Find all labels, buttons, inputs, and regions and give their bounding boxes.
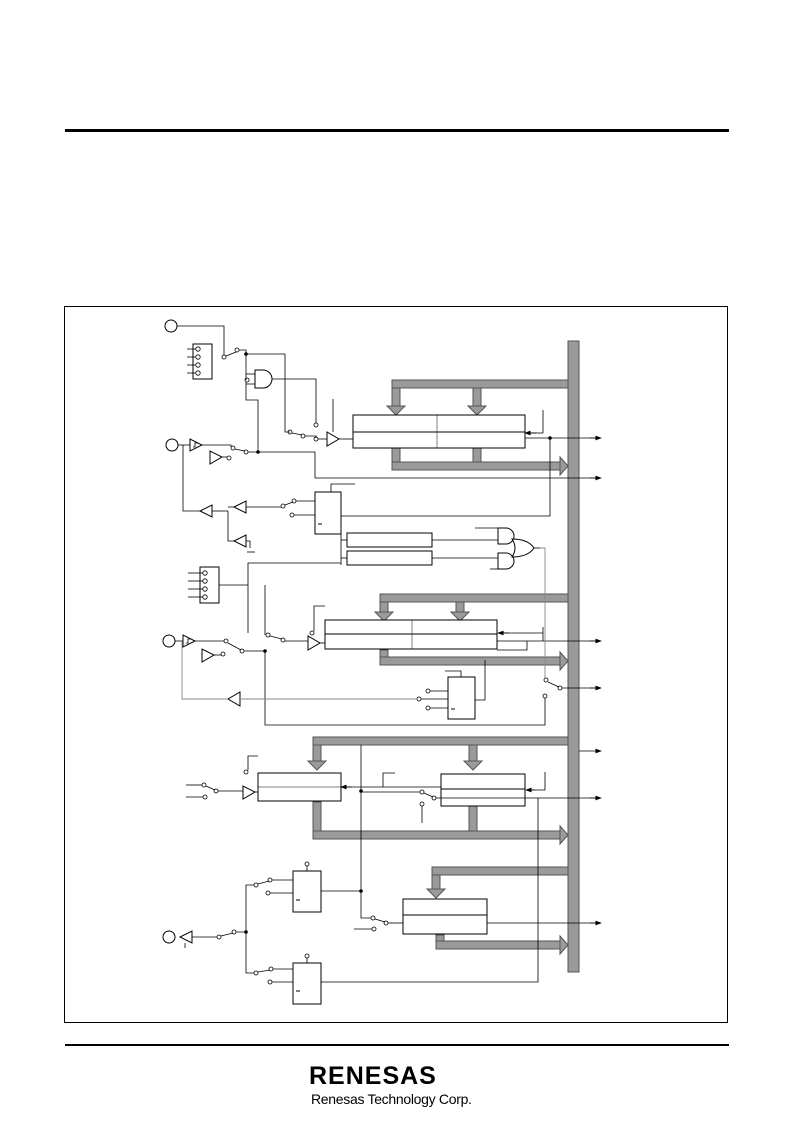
internal-data-bus: [567, 340, 580, 973]
footer-rule: [65, 1044, 729, 1046]
register-upper-1: [352, 414, 526, 433]
register-upper-4: [402, 898, 488, 916]
latch-1: [314, 491, 342, 535]
register-compare-a: [346, 532, 433, 548]
junction-dots: [244, 352, 552, 934]
logo-company-name: Renesas Technology Corp.: [311, 1091, 472, 1107]
pin-circle-icon: [162, 319, 179, 944]
register-compare-b: [346, 550, 433, 566]
signal-wires: [175, 325, 601, 983]
selector-input-lines: [187, 348, 203, 598]
header-rule: [65, 129, 729, 132]
register-upper-2: [324, 619, 498, 635]
or-gate-icon: [511, 538, 535, 558]
figure-frame: [64, 306, 728, 1023]
registers: [257, 414, 526, 935]
latch-3: [292, 870, 322, 913]
register-lower-1: [352, 431, 526, 449]
bus-branches: [306, 379, 569, 956]
latch-blocks: [292, 491, 476, 1005]
renesas-logo: RENESAS Renesas Technology Corp.: [309, 1062, 484, 1110]
gray-signal-wires: [181, 547, 546, 700]
selector-1: [192, 343, 213, 380]
latch-4: [292, 962, 322, 1005]
and-gate-icon: [254, 369, 515, 570]
arrowhead-icon: [340, 430, 602, 926]
register-lower-3b: [440, 788, 526, 807]
register-lower-2: [324, 633, 498, 650]
logo-wordmark: RENESAS: [309, 1062, 437, 1090]
selector-contacts: [195, 346, 208, 600]
selector-blocks: [192, 343, 220, 604]
register-upper-3b: [440, 773, 526, 790]
schmitt-trigger-icon: [186, 442, 198, 644]
register-lower-4: [402, 914, 488, 935]
latch-2: [447, 676, 476, 720]
